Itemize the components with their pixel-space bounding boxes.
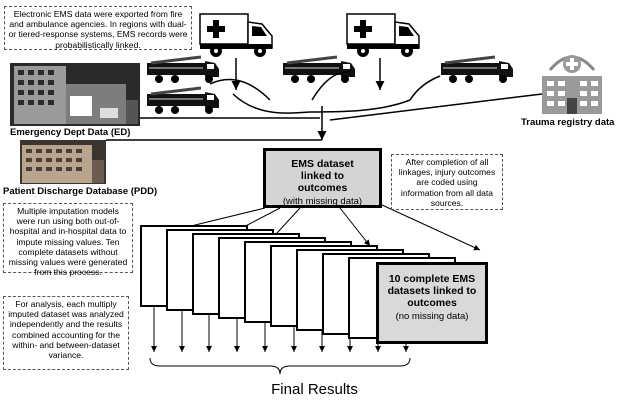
export-note: Electronic EMS data were exported from f… — [4, 6, 192, 50]
trauma-center-icon — [542, 55, 602, 114]
pdd-label: Patient Discharge Database (PDD) — [3, 186, 158, 197]
ambulance-icon — [199, 13, 273, 57]
fire-truck-icon — [147, 55, 219, 83]
ed-label: Emergency Dept Data (ED) — [10, 127, 131, 138]
fire-truck-icon — [147, 86, 219, 114]
coding-note: After completion of all linkages, injury… — [391, 154, 503, 210]
central-subtitle: (with missing data) — [282, 196, 363, 207]
trauma-label: Trauma registry data — [521, 117, 615, 128]
hospital-building-icon — [10, 63, 140, 126]
ems-connectors — [106, 58, 543, 141]
hospital-building-icon — [20, 140, 106, 184]
final-results: Final Results — [271, 381, 358, 398]
central-title: EMS dataset linked to outcomes — [291, 158, 354, 194]
imputed-sheet-front: 10 complete EMS datasets linked to outco… — [376, 262, 488, 344]
central-dataset-box: EMS dataset linked to outcomes (with mis… — [263, 148, 382, 208]
ambulance-icon — [346, 13, 420, 57]
fire-truck-icon — [283, 55, 355, 83]
fire-truck-icon — [441, 55, 513, 83]
analysis-note: For analysis, each multiply imputed data… — [3, 296, 129, 370]
imputed-title: 10 complete EMS datasets linked to outco… — [387, 273, 477, 309]
imputation-note: Multiple imputation models were run usin… — [3, 203, 133, 277]
imputed-subtitle: (no missing data) — [395, 311, 469, 322]
